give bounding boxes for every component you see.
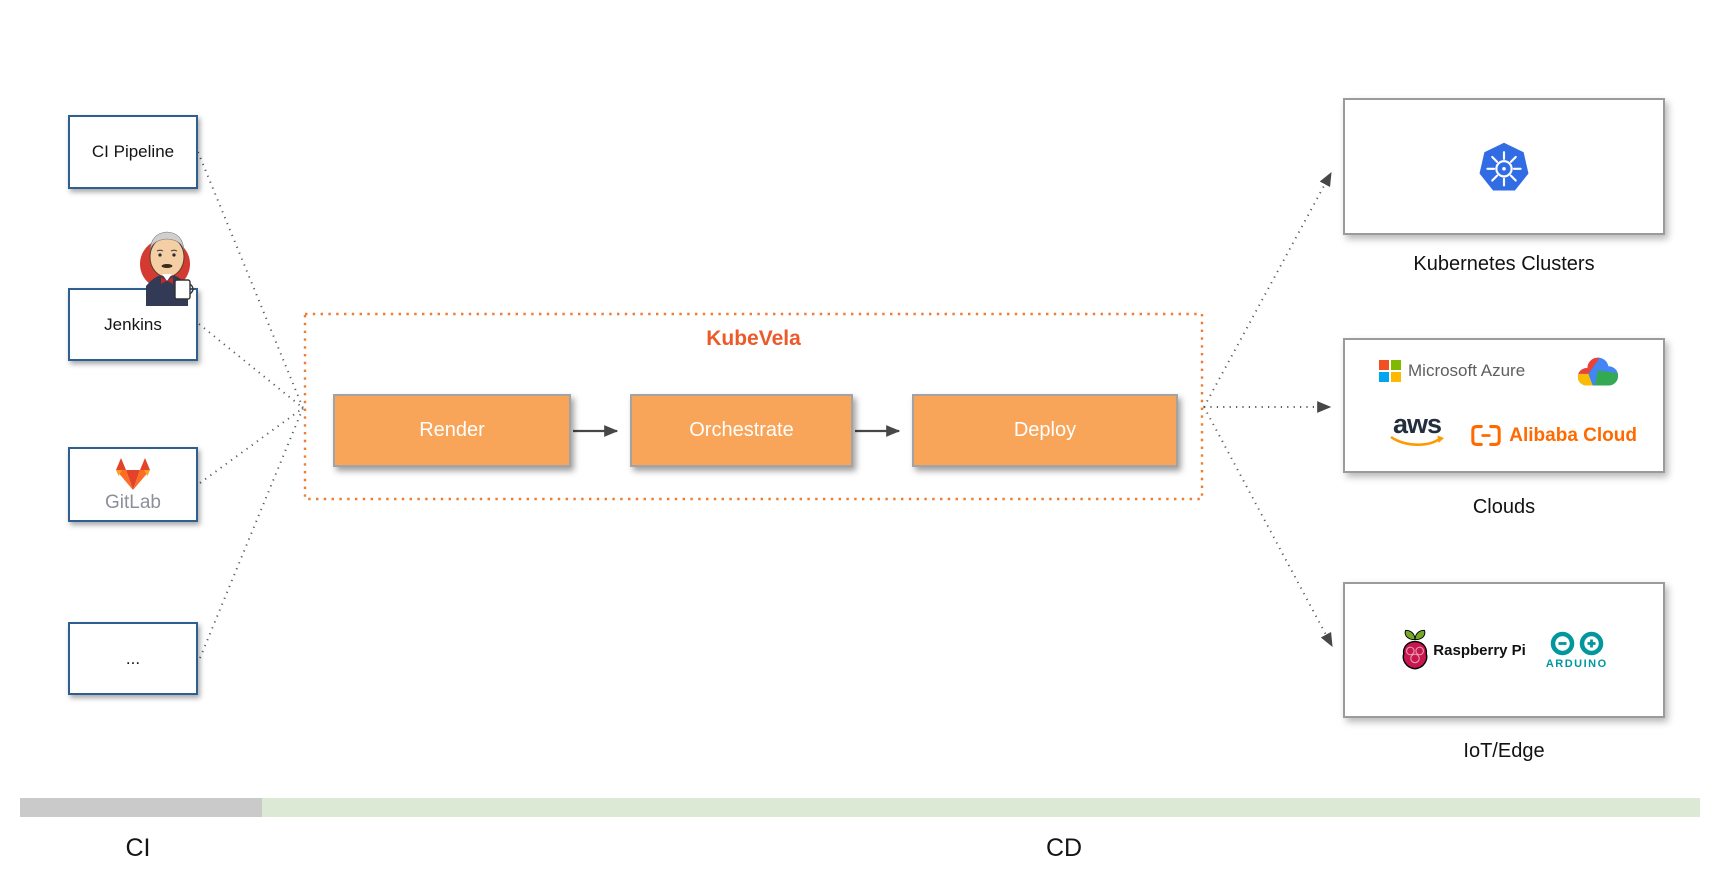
stage-orchestrate: Orchestrate [630, 394, 853, 467]
kubevela-dashed-frame [303, 312, 1204, 501]
alibaba-cloud-icon [1471, 425, 1501, 446]
stage-orchestrate-label: Orchestrate [689, 419, 794, 441]
azure-label: Microsoft Azure [1408, 361, 1526, 380]
more-sources-label: ... [125, 648, 141, 668]
gitlab-label: GitLab [105, 492, 161, 513]
iot-label: IoT/Edge [1463, 740, 1545, 762]
clouds-box: Microsoft Azure aws [1343, 338, 1665, 473]
gitlab-box: GitLab [68, 447, 198, 522]
kubevela-title: KubeVela [706, 327, 801, 350]
arduino-icon [1550, 631, 1604, 656]
stage-render: Render [333, 394, 571, 467]
gitlab-icon [115, 458, 150, 490]
jenkins-mascot-icon [140, 231, 194, 306]
stage-render-label: Render [419, 419, 485, 441]
raspberry-pi-label: Raspberry Pi [1433, 641, 1526, 659]
aws-logo: aws [1389, 409, 1445, 449]
ci-progress-segment [20, 798, 262, 817]
raspberry-pi-icon [1402, 629, 1428, 670]
alibaba-cloud-logo: Alibaba Cloud [1470, 424, 1637, 447]
ci-pipeline-label: CI Pipeline [91, 142, 175, 161]
cd-progress-segment [262, 798, 1700, 817]
fan-in-lines [197, 151, 304, 659]
alibaba-cloud-label: Alibaba Cloud [1509, 424, 1637, 446]
arduino-logo: ARDUINO [1546, 630, 1608, 670]
microsoft-icon [1379, 360, 1401, 382]
azure-logo: Microsoft Azure [1379, 360, 1525, 382]
jenkins-label: Jenkins [104, 314, 162, 334]
kubernetes-label: Kubernetes Clusters [1413, 253, 1595, 275]
clouds-label: Clouds [1472, 496, 1536, 518]
arduino-label: ARDUINO [1545, 658, 1608, 670]
ci-label: CI [125, 834, 151, 862]
ci-pipeline-box: CI Pipeline [68, 115, 198, 189]
stage-deploy-label: Deploy [1013, 419, 1077, 441]
google-cloud-icon [1577, 357, 1619, 386]
cd-label: CD [1045, 834, 1083, 862]
aws-label: aws [1392, 409, 1442, 439]
raspberry-pi-logo: Raspberry Pi [1400, 628, 1526, 672]
iot-box: Raspberry Pi ARDUINO [1343, 582, 1665, 718]
fan-out-arrows [1203, 171, 1333, 648]
aws-smile-icon [1390, 435, 1444, 447]
kubernetes-icon [1479, 142, 1529, 190]
stage-deploy: Deploy [912, 394, 1178, 467]
kubernetes-box [1343, 98, 1665, 235]
more-sources-box: ... [68, 622, 198, 695]
